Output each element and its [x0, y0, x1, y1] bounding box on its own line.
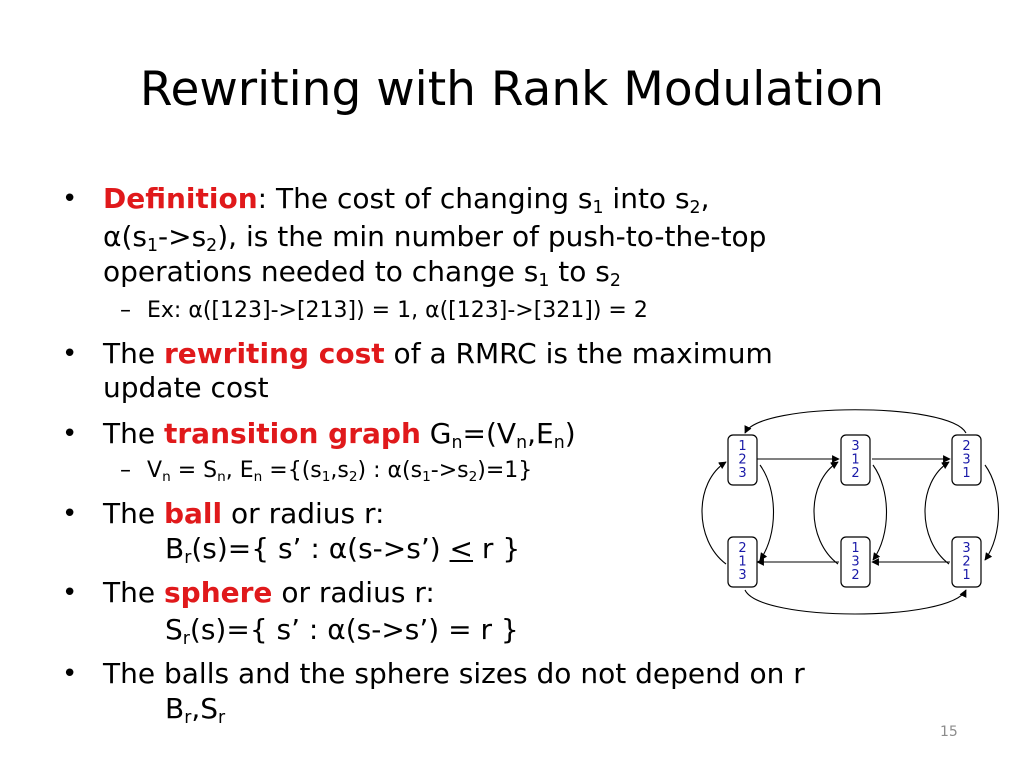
sizes-symbols: Br,Sr	[165, 692, 226, 728]
sphere-line: The sphere or radius r:	[103, 576, 435, 609]
rewriting-cost-line-2: update cost	[103, 371, 269, 404]
graph-node-123: 123	[727, 434, 758, 486]
graph-node-digit: 3	[962, 453, 970, 468]
graph-node-digit: 2	[962, 555, 970, 570]
graph-node-digit: 2	[851, 466, 859, 481]
graph-node-312: 312	[840, 434, 871, 486]
graph-node-digit: 1	[738, 555, 746, 570]
graph-node-digit: 2	[851, 568, 859, 583]
bullet-dot: •	[62, 578, 78, 608]
definition-line-3: operations needed to change s1 to s2	[103, 255, 621, 291]
rewriting-cost-line-1: The rewriting cost of a RMRC is the maxi…	[103, 337, 773, 370]
graph-node-digit: 2	[738, 453, 746, 468]
ball-formula: Br(s)={ s’ : α(s->s’) < r }	[165, 532, 521, 568]
graph-node-digit: 1	[851, 541, 859, 556]
definition-example: Ex: α([123]->[213]) = 1, α([123]->[321])…	[147, 298, 648, 323]
definition-line-1: Definition: The cost of changing s1 into…	[103, 182, 710, 218]
graph-node-digit: 1	[962, 568, 970, 583]
rewriting-cost-label: rewriting cost	[163, 337, 385, 370]
sub-bullet-dash: –	[120, 298, 131, 323]
graph-node-box	[840, 536, 871, 588]
ball-line: The ball or radius r:	[103, 497, 385, 530]
graph-node-box	[951, 434, 982, 486]
edge-123-213	[759, 464, 774, 561]
bullet-dot: •	[62, 339, 78, 369]
transition-graph-line: The transition graph Gn=(Vn,En)	[103, 417, 576, 453]
definition-line-2: α(s1->s2), is the min number of push-to-…	[103, 220, 767, 256]
graph-node-digit: 1	[851, 453, 859, 468]
graph-node-digit: 3	[851, 439, 859, 454]
graph-node-231: 231	[951, 434, 982, 486]
sphere-label: sphere	[163, 576, 273, 609]
edge-213-321-arc	[744, 589, 967, 615]
edge-213-123	[701, 461, 727, 565]
bullet-dot: •	[62, 659, 78, 689]
graph-node-213: 213	[727, 536, 758, 588]
graph-node-digit: 1	[738, 439, 746, 454]
edge-321-231	[924, 461, 950, 565]
graph-node-digit: 3	[962, 541, 970, 556]
graph-node-box	[840, 434, 871, 486]
definition-label: Definition	[103, 182, 258, 215]
edge-312-132	[872, 464, 887, 561]
graph-node-digit: 3	[851, 555, 859, 570]
ball-label: ball	[163, 497, 223, 530]
bullet-dot: •	[62, 184, 78, 214]
edge-132-312	[813, 461, 839, 565]
slide-number: 15	[940, 724, 958, 740]
sub-bullet-dash: –	[120, 458, 131, 483]
bullet-dot: •	[62, 499, 78, 529]
graph-node-digit: 2	[962, 439, 970, 454]
graph-node-321: 321	[951, 536, 982, 588]
transition-graph-label: transition graph	[163, 417, 421, 450]
edge-231-123-arc	[744, 409, 967, 434]
sizes-statement: The balls and the sphere sizes do not de…	[103, 657, 805, 690]
slide-title: Rewriting with Rank Modulation	[139, 62, 885, 117]
graph-node-digit: 1	[962, 466, 970, 481]
sphere-formula: Sr(s)={ s’ : α(s->s’) = r }	[165, 613, 519, 649]
graph-node-digit: 3	[738, 568, 746, 583]
graph-node-digit: 2	[738, 541, 746, 556]
graph-node-box	[727, 536, 758, 588]
graph-node-digit: 3	[738, 466, 746, 481]
graph-node-box	[727, 434, 758, 486]
bullet-dot: •	[62, 419, 78, 449]
edge-231-321	[984, 464, 999, 561]
graph-node-box	[951, 536, 982, 588]
graph-node-132: 132	[840, 536, 871, 588]
vertices-edges-definition: Vn = Sn, En ={(s1,s2) : α(s1->s2)=1}	[147, 458, 533, 485]
